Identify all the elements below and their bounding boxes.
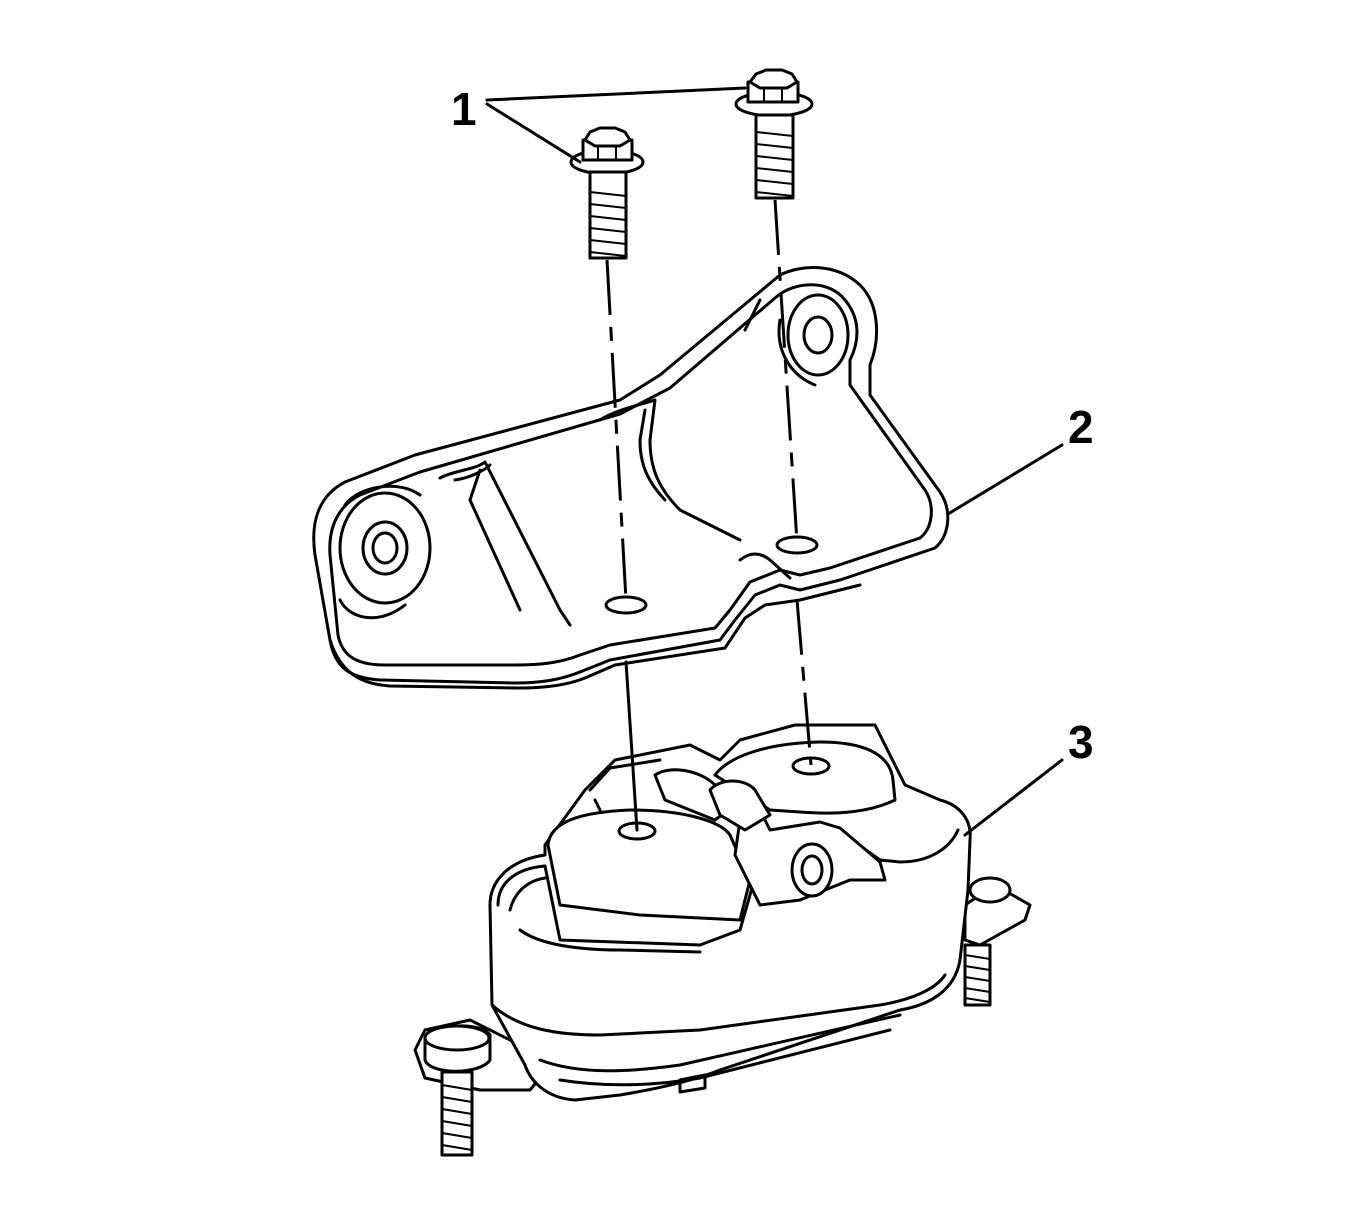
alignment-lines	[605, 199, 813, 832]
bolt-left	[569, 126, 645, 260]
engine-mount-bracket	[312, 266, 950, 690]
callout-3-mount: 3	[1068, 716, 1094, 768]
bolt-right	[734, 68, 814, 200]
leader-lines	[485, 86, 1064, 837]
callout-2-bracket: 2	[1068, 401, 1094, 453]
callout-1-bolts: 1	[451, 83, 477, 135]
engine-mount-assembly	[413, 723, 1032, 1157]
